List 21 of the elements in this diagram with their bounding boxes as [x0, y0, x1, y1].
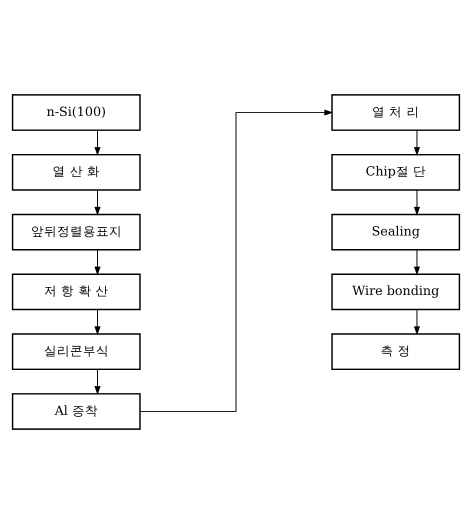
node-box: 측 정	[331, 333, 460, 370]
arrow	[414, 250, 420, 276]
arrow	[94, 130, 101, 156]
arrow	[94, 250, 101, 276]
arrow	[94, 309, 101, 336]
arrow	[414, 130, 420, 156]
node-box: 앞뒤정렬용표지	[12, 214, 141, 250]
arrow	[94, 369, 101, 395]
node-box: 실리콘부식	[12, 333, 141, 370]
node-box: 열 산 화	[12, 154, 141, 191]
arrow	[414, 309, 420, 336]
node-box: 열 처 리	[331, 94, 460, 131]
node-box: Al 증착	[12, 393, 141, 430]
node-box: Chip절 단	[331, 154, 460, 191]
node-box: Sealing	[331, 214, 460, 250]
node-box: 저 항 확 산	[12, 274, 141, 310]
node-box: n-Si(100)	[12, 94, 141, 131]
arrow	[140, 109, 334, 412]
arrow	[414, 190, 420, 216]
arrow	[94, 190, 101, 216]
node-box: Wire bonding	[331, 274, 460, 310]
